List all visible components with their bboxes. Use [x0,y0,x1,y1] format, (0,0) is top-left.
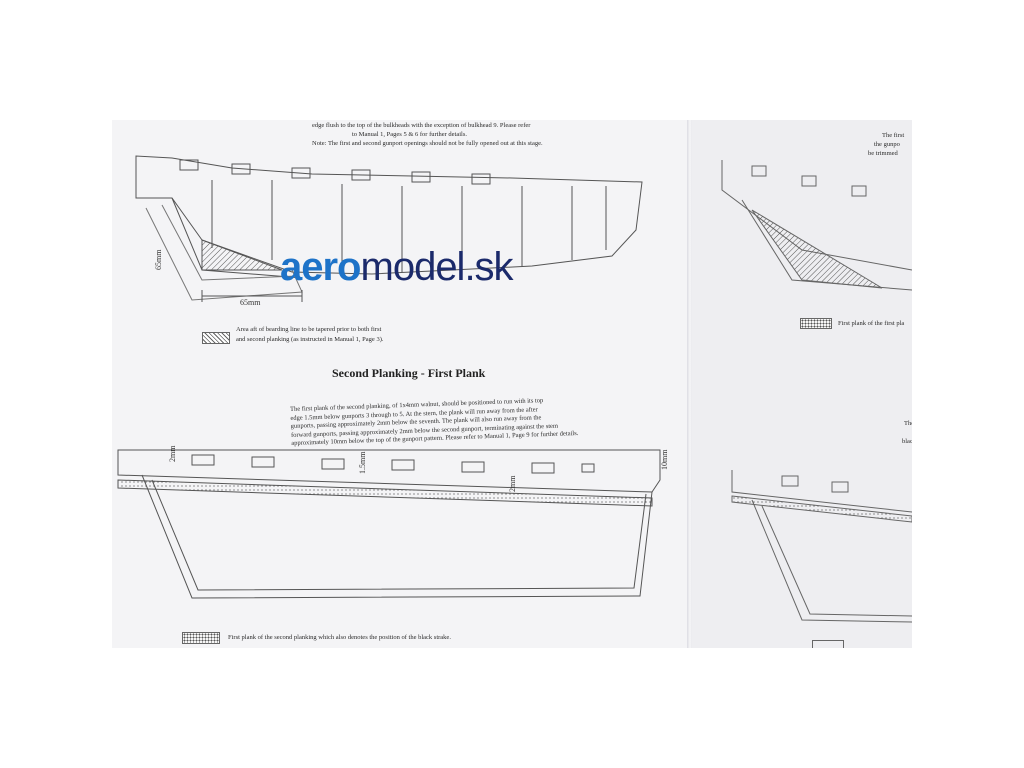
upper-dimension-horizontal: 65mm [240,298,261,307]
right-legend: First plank of the first pla [838,320,905,327]
left-plan-sheet [112,120,687,648]
section-title: Second Planking - First Plank [332,366,486,380]
right-mid-1: The [904,420,912,427]
logo-part-aero: aero [280,245,361,289]
right-bottom-swatch [812,640,844,648]
lower-legend: First plank of the second planking which… [228,634,451,641]
aeromodel-watermark-logo: aeromodel.sk [280,245,514,289]
logo-part-model: model.sk [360,245,514,289]
lower-dimension-c: 2mm [508,475,517,492]
right-page-drawings [721,160,912,623]
lower-dimension-b: 1.5mm [358,451,367,474]
right-mid-2: blac [902,438,912,445]
photo-of-plan-sheets: edge flush to the top of the bulkheads w… [112,120,912,648]
upper-legend-line-2: and second planking (as instructed in Ma… [236,336,384,343]
top-note-line-2: to Manual 1, Pages 5 & 6 for further det… [352,131,467,138]
hull-drawings [117,155,912,623]
upper-dimension-vertical: 65mm [154,249,163,270]
lower-dimension-d: 10mm [660,449,669,470]
dotted-plank-legend-swatch [182,632,220,644]
lower-hull-drawing [117,449,661,599]
right-note-2: the gunpo [874,141,900,148]
upper-hull-drawing [135,155,643,302]
lower-dimension-a: 2mm [168,445,177,462]
right-note-3: be trimmed [868,150,898,157]
right-legend-swatch [800,318,832,329]
right-plan-sheet [692,120,912,648]
top-note-line-3: Note: The first and second gunport openi… [312,140,543,147]
upper-legend-line-1: Area aft of bearding line to be tapered … [236,326,382,333]
right-note-1: The first [882,132,905,139]
top-note-line-1: edge flush to the top of the bulkheads w… [312,122,531,129]
sheet-fold [687,120,693,648]
hatched-area-legend-swatch [202,332,230,344]
